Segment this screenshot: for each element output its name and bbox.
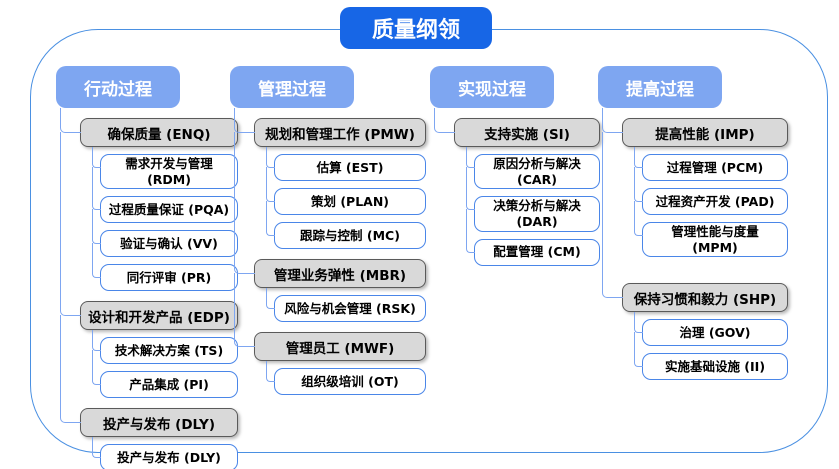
node-CAR: 原因分析与解决 (CAR): [466, 147, 600, 190]
group-list: 规划和管理工作 (PMW) 估算 (EST) 策划 (PLAN) 跟踪与控制 (…: [228, 108, 426, 395]
node-II: 实施基础设施 (II): [634, 346, 788, 381]
group-label-EDP: 设计和开发产品 (EDP): [80, 301, 238, 331]
column-header-improvement-process: 提高过程: [598, 66, 722, 108]
group-label-SI: 支持实施 (SI): [454, 118, 600, 147]
child-list: 技术解决方案 (TS) 产品集成 (PI): [92, 330, 238, 399]
node-label-PAD: 过程资产开发 (PAD): [642, 188, 788, 215]
column-header-realization-process: 实现过程: [430, 66, 554, 108]
child-list: 组织级培训 (OT): [266, 361, 426, 395]
group-node-SHP: 保持习惯和毅力 (SHP) 治理 (GOV) 实施基础设施 (II): [602, 257, 788, 381]
node-label-VV: 验证与确认 (VV): [100, 230, 238, 258]
group-node-ENQ: 确保质量 (ENQ) 需求开发与管理 (RDM) 过程质量保证 (PQA) 验证…: [60, 108, 238, 292]
node-DLY-child: 投产与发布 (DLY): [92, 437, 238, 469]
group-label-DLY: 投产与发布 (DLY): [80, 408, 238, 438]
group-label-PMW: 规划和管理工作 (PMW): [254, 118, 426, 147]
node-label-DLY-child: 投产与发布 (DLY): [100, 444, 238, 469]
node-VV: 验证与确认 (VV): [92, 223, 238, 258]
group-list: 提高性能 (IMP) 过程管理 (PCM) 过程资产开发 (PAD) 管理性能与…: [596, 108, 788, 381]
group-label-ENQ: 确保质量 (ENQ): [80, 118, 238, 147]
child-list: 投产与发布 (DLY): [92, 437, 238, 469]
node-label-PQA: 过程质量保证 (PQA): [100, 196, 238, 224]
node-PQA: 过程质量保证 (PQA): [92, 189, 238, 224]
node-CM: 配置管理 (CM): [466, 231, 600, 266]
node-label-PI: 产品集成 (PI): [100, 371, 238, 399]
node-label-OT: 组织级培训 (OT): [274, 368, 426, 395]
node-label-MC: 跟踪与控制 (MC): [274, 222, 426, 249]
node-label-DAR: 决策分析与解决 (DAR): [474, 196, 600, 232]
group-label-MBR: 管理业务弹性 (MBR): [254, 259, 426, 288]
node-label-EST: 估算 (EST): [274, 154, 426, 181]
node-TS: 技术解决方案 (TS): [92, 330, 238, 365]
child-list: 过程管理 (PCM) 过程资产开发 (PAD) 管理性能与度量 (MPM): [634, 147, 788, 258]
node-label-PLAN: 策划 (PLAN): [274, 188, 426, 215]
child-list: 风险与机会管理 (RSK): [266, 288, 426, 322]
group-node-EDP: 设计和开发产品 (EDP) 技术解决方案 (TS) 产品集成 (PI): [60, 291, 238, 399]
group-node-IMP: 提高性能 (IMP) 过程管理 (PCM) 过程资产开发 (PAD) 管理性能与…: [602, 108, 788, 258]
node-label-RDM: 需求开发与管理 (RDM): [100, 154, 238, 190]
node-RSK: 风险与机会管理 (RSK): [266, 288, 426, 322]
node-MC: 跟踪与控制 (MC): [266, 215, 426, 249]
column-header-action-process: 行动过程: [56, 66, 180, 108]
group-list: 支持实施 (SI) 原因分析与解决 (CAR) 决策分析与解决 (DAR) 配置…: [428, 108, 600, 266]
node-label-II: 实施基础设施 (II): [642, 353, 788, 381]
column-action-process: 行动过程 确保质量 (ENQ) 需求开发与管理 (RDM) 过程质量保证 (PQ…: [54, 66, 238, 469]
child-list: 估算 (EST) 策划 (PLAN) 跟踪与控制 (MC): [266, 147, 426, 249]
group-list: 确保质量 (ENQ) 需求开发与管理 (RDM) 过程质量保证 (PQA) 验证…: [54, 108, 238, 469]
node-label-GOV: 治理 (GOV): [642, 319, 788, 347]
group-label-SHP: 保持习惯和毅力 (SHP): [622, 283, 788, 313]
group-node-MBR: 管理业务弹性 (MBR) 风险与机会管理 (RSK): [234, 249, 426, 322]
column-header-management-process: 管理过程: [230, 66, 354, 108]
node-EST: 估算 (EST): [266, 147, 426, 181]
node-OT: 组织级培训 (OT): [266, 361, 426, 395]
group-node-DLY: 投产与发布 (DLY) 投产与发布 (DLY): [60, 398, 238, 469]
node-label-CM: 配置管理 (CM): [474, 238, 600, 266]
node-label-TS: 技术解决方案 (TS): [100, 337, 238, 365]
column-realization-process: 实现过程 支持实施 (SI) 原因分析与解决 (CAR) 决策分析与解决 (DA…: [428, 66, 600, 266]
node-DAR: 决策分析与解决 (DAR): [466, 189, 600, 232]
group-label-IMP: 提高性能 (IMP): [622, 118, 788, 147]
node-label-CAR: 原因分析与解决 (CAR): [474, 154, 600, 190]
group-node-SI: 支持实施 (SI) 原因分析与解决 (CAR) 决策分析与解决 (DAR) 配置…: [434, 108, 600, 266]
column-improvement-process: 提高过程 提高性能 (IMP) 过程管理 (PCM) 过程资产开发 (PAD) …: [596, 66, 788, 381]
node-label-PCM: 过程管理 (PCM): [642, 154, 788, 181]
child-list: 原因分析与解决 (CAR) 决策分析与解决 (DAR) 配置管理 (CM): [466, 147, 600, 266]
node-MPM: 管理性能与度量 (MPM): [634, 215, 788, 258]
node-GOV: 治理 (GOV): [634, 312, 788, 347]
node-PAD: 过程资产开发 (PAD): [634, 181, 788, 215]
node-label-MPM: 管理性能与度量 (MPM): [642, 222, 788, 258]
child-list: 治理 (GOV) 实施基础设施 (II): [634, 312, 788, 381]
child-list: 需求开发与管理 (RDM) 过程质量保证 (PQA) 验证与确认 (VV) 同行…: [92, 147, 238, 292]
node-PI: 产品集成 (PI): [92, 364, 238, 399]
column-management-process: 管理过程 规划和管理工作 (PMW) 估算 (EST) 策划 (PLAN) 跟踪…: [228, 66, 426, 395]
node-PCM: 过程管理 (PCM): [634, 147, 788, 181]
node-label-PR: 同行评审 (PR): [100, 264, 238, 292]
group-node-MWF: 管理员工 (MWF) 组织级培训 (OT): [234, 322, 426, 395]
diagram-title: 质量纲领: [340, 7, 492, 49]
group-label-MWF: 管理员工 (MWF): [254, 332, 426, 361]
group-node-PMW: 规划和管理工作 (PMW) 估算 (EST) 策划 (PLAN) 跟踪与控制 (…: [234, 108, 426, 249]
node-label-RSK: 风险与机会管理 (RSK): [274, 295, 426, 322]
node-PR: 同行评审 (PR): [92, 257, 238, 292]
node-PLAN: 策划 (PLAN): [266, 181, 426, 215]
node-RDM: 需求开发与管理 (RDM): [92, 147, 238, 190]
